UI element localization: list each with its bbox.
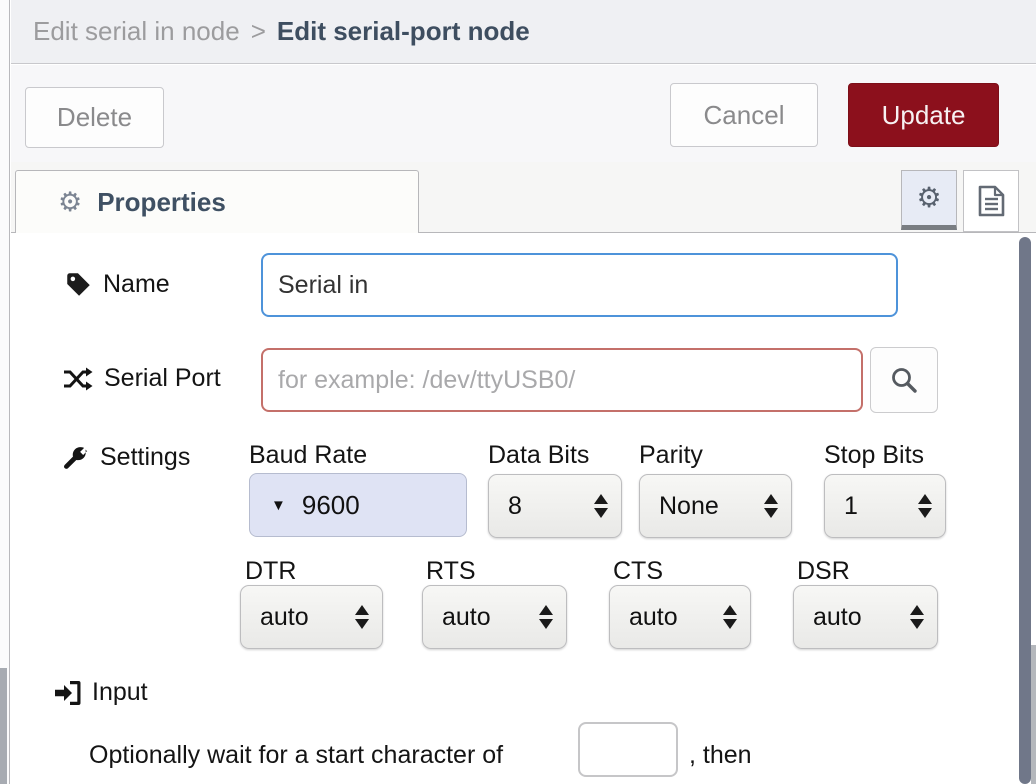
stepper-icon: [918, 494, 932, 518]
stepper-icon: [910, 605, 924, 629]
tab-properties-label: Properties: [97, 186, 226, 217]
cts-select[interactable]: auto: [609, 585, 751, 649]
dtr-header: DTR: [245, 557, 297, 585]
data-bits-header: Data Bits: [488, 441, 590, 469]
tag-icon: [67, 273, 90, 296]
right-edge-strip: [1031, 645, 1036, 784]
page-title: Edit serial-port node: [276, 16, 530, 46]
stepper-icon: [355, 605, 369, 629]
cts-header: CTS: [613, 557, 663, 585]
search-icon: [892, 368, 917, 393]
name-label: Name: [65, 270, 170, 299]
start-character-field[interactable]: [578, 722, 678, 777]
dtr-select[interactable]: auto: [240, 585, 383, 649]
document-icon: [978, 185, 1004, 217]
dialog-toolbar: Delete Cancel Update: [11, 65, 1036, 162]
sign-in-icon: [55, 680, 81, 705]
gear-icon: ⚙: [58, 186, 83, 217]
node-description-button[interactable]: [963, 170, 1019, 232]
settings-label: Settings: [63, 443, 190, 472]
shuffle-icon: [64, 367, 93, 390]
dialog-header: Edit serial in node > Edit serial-port nod…: [11, 0, 1036, 64]
baud-rate-select[interactable]: ▼ 9600: [249, 473, 467, 537]
left-edge-strip: [0, 668, 7, 784]
stepper-icon: [539, 605, 553, 629]
data-bits-select[interactable]: 8: [488, 474, 622, 538]
dsr-select[interactable]: auto: [793, 585, 938, 649]
caret-down-icon: ▼: [271, 496, 286, 514]
cancel-button[interactable]: Cancel: [670, 83, 818, 147]
vertical-scrollbar-thumb[interactable]: [1019, 237, 1031, 784]
start-character-text-before: Optionally wait for a start character of: [89, 741, 504, 769]
serial-port-label: Serial Port: [63, 364, 221, 393]
baud-rate-header: Baud Rate: [249, 441, 368, 469]
start-character-text-after: , then: [689, 741, 752, 769]
breadcrumb: Edit serial in node > Edit serial-port nod…: [33, 16, 530, 47]
parity-header: Parity: [639, 441, 703, 469]
delete-button[interactable]: Delete: [25, 87, 164, 148]
properties-form: Name Serial Port Settings: [11, 233, 1036, 784]
rts-header: RTS: [426, 557, 476, 585]
breadcrumb-separator: >: [250, 16, 266, 46]
left-gutter: [0, 0, 10, 784]
stepper-icon: [764, 494, 778, 518]
stepper-icon: [723, 605, 737, 629]
update-button[interactable]: Update: [848, 83, 999, 147]
input-section-label: Input: [54, 678, 148, 707]
node-settings-button[interactable]: ⚙: [901, 170, 957, 230]
name-field[interactable]: [261, 253, 898, 317]
serial-port-lookup-button[interactable]: [870, 347, 938, 413]
tab-bar: ⚙ Properties ⚙: [11, 162, 1036, 233]
baud-rate-value: 9600: [301, 489, 360, 520]
rts-select[interactable]: auto: [422, 585, 567, 649]
serial-port-field[interactable]: [261, 348, 863, 412]
wrench-icon: [64, 446, 88, 469]
stop-bits-select[interactable]: 1: [824, 474, 946, 538]
tab-properties[interactable]: ⚙ Properties: [15, 170, 419, 233]
dsr-header: DSR: [797, 557, 850, 585]
breadcrumb-parent[interactable]: Edit serial in node: [33, 16, 240, 46]
stop-bits-header: Stop Bits: [824, 441, 925, 469]
stepper-icon: [594, 494, 608, 518]
parity-select[interactable]: None: [639, 474, 792, 538]
gear-icon: ⚙: [916, 182, 942, 213]
